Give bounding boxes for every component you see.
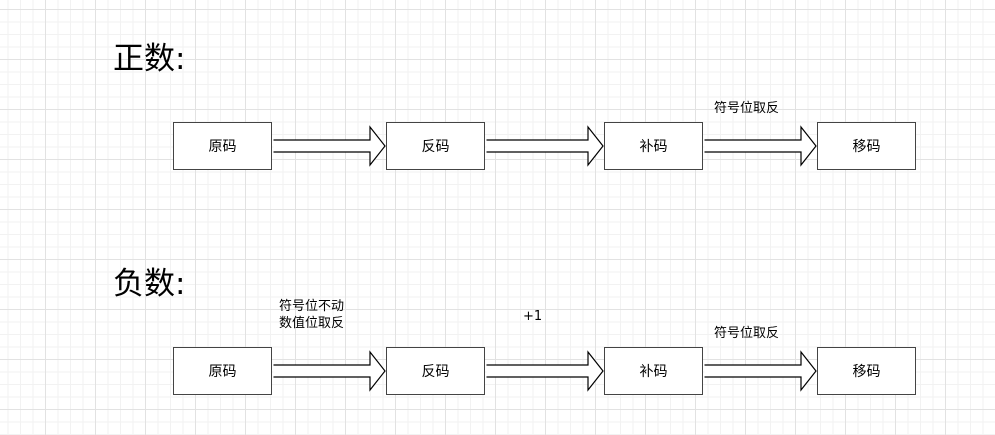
arrow-original-to-ones[interactable] xyxy=(273,125,386,167)
edge-label-sign-invert: 符号位取反 xyxy=(714,101,780,116)
node-offset-binary[interactable]: 移码 xyxy=(817,347,916,395)
arrow-twos-to-offset[interactable] xyxy=(704,125,817,167)
node-original-code[interactable]: 原码 xyxy=(173,122,272,170)
arrow-twos-to-offset[interactable] xyxy=(704,350,817,392)
node-offset-binary[interactable]: 移码 xyxy=(817,122,916,170)
heading-positive: 正数: xyxy=(113,41,186,77)
node-twos-complement[interactable]: 补码 xyxy=(604,347,703,395)
edge-label-invert-value-bits: 符号位不动 数值位取反 xyxy=(279,299,345,331)
node-ones-complement[interactable]: 反码 xyxy=(386,122,485,170)
node-twos-complement[interactable]: 补码 xyxy=(604,122,703,170)
arrow-original-to-ones[interactable] xyxy=(273,350,386,392)
edge-label-sign-invert: 符号位取反 xyxy=(714,326,780,341)
node-original-code[interactable]: 原码 xyxy=(173,347,272,395)
arrow-ones-to-twos[interactable] xyxy=(486,350,604,392)
heading-negative: 负数: xyxy=(113,266,186,302)
edge-label-plus-one: +1 xyxy=(523,309,543,324)
arrow-ones-to-twos[interactable] xyxy=(486,125,604,167)
node-ones-complement[interactable]: 反码 xyxy=(386,347,485,395)
